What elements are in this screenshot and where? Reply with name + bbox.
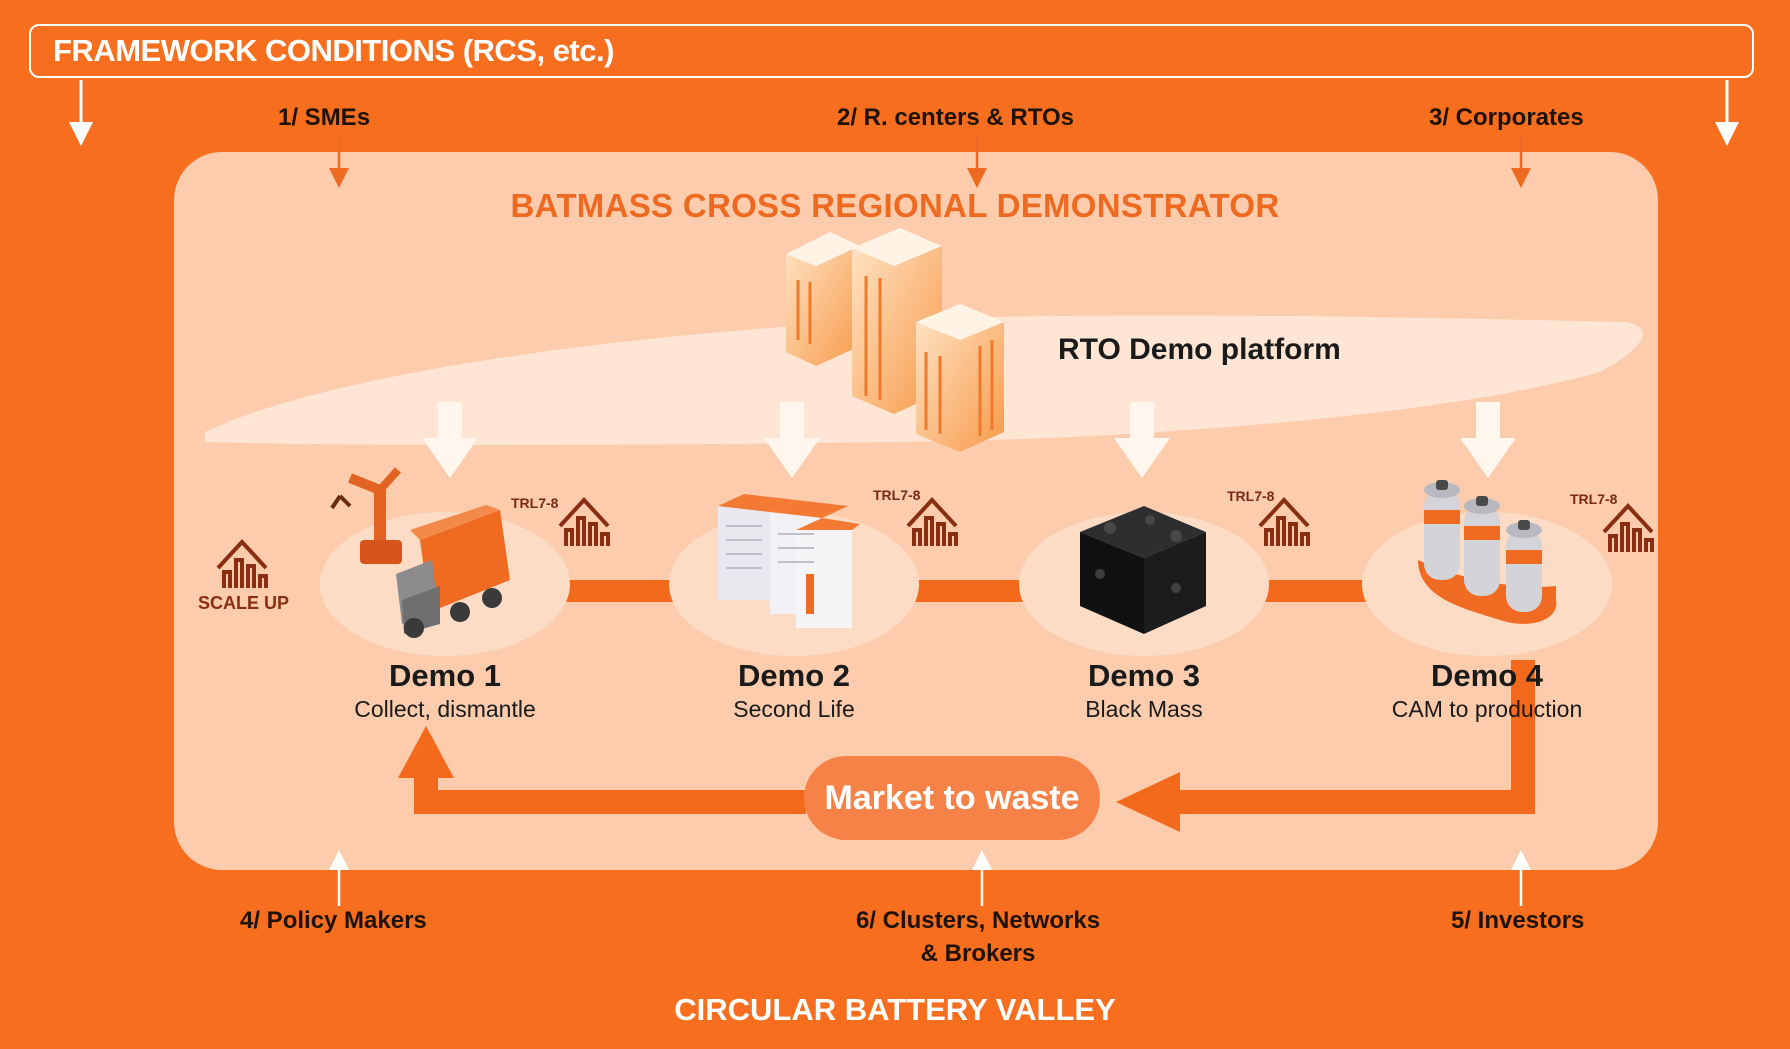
footer-title: CIRCULAR BATTERY VALLEY bbox=[674, 992, 1116, 1027]
battery-cells-icon bbox=[1418, 480, 1557, 624]
growth-icon bbox=[1602, 503, 1654, 552]
stakeholder-bottom-arrows bbox=[329, 850, 1531, 906]
stakeholder-clusters: 6/ Clusters, Networks & Brokers bbox=[843, 904, 1113, 970]
stakeholder-policy-makers: 4/ Policy Makers bbox=[240, 907, 427, 934]
scale-up-icon bbox=[216, 539, 268, 588]
trl-label: TRL7-8 bbox=[1570, 491, 1618, 507]
growth-icon bbox=[906, 497, 958, 546]
demo-1-name: Demo 1 bbox=[389, 658, 501, 693]
stakeholder-top-arrows bbox=[329, 136, 1531, 188]
demo-3-description: Black Mass bbox=[1085, 696, 1203, 722]
demo-1-description: Collect, dismantle bbox=[354, 696, 536, 722]
demo-2-description: Second Life bbox=[733, 696, 855, 722]
trl-label: TRL7-8 bbox=[1227, 488, 1275, 504]
trl-label: TRL7-8 bbox=[873, 487, 921, 503]
stakeholder-clusters-line1: 6/ Clusters, Networks bbox=[855, 907, 1101, 934]
black-mass-cube-icon bbox=[1080, 506, 1206, 634]
market-to-waste-label: Market to waste bbox=[804, 756, 1100, 840]
scale-up-label: SCALE UP bbox=[198, 593, 290, 613]
trl-label: TRL7-8 bbox=[511, 495, 559, 511]
framework-arrows bbox=[69, 80, 1739, 146]
demonstrator-title: BATMASS CROSS REGIONAL DEMONSTRATOR bbox=[510, 187, 1280, 224]
stakeholder-investors: 5/ Investors bbox=[1451, 907, 1585, 934]
demo-4-name: Demo 4 bbox=[1431, 658, 1543, 693]
stakeholder-smes: 1/ SMEs bbox=[278, 104, 371, 131]
battery-storage-cabinet-icon bbox=[718, 494, 860, 628]
demo-3-name: Demo 3 bbox=[1088, 658, 1200, 693]
platform-down-arrows bbox=[422, 402, 1516, 478]
growth-icon bbox=[558, 497, 610, 546]
rto-buildings-icon bbox=[786, 228, 1004, 452]
stakeholder-corporates: 3/ Corporates bbox=[1429, 104, 1584, 131]
stakeholder-research-centers: 2/ R. centers & RTOs bbox=[837, 104, 1074, 131]
demo-2-name: Demo 2 bbox=[738, 658, 850, 693]
rto-platform-label: RTO Demo platform bbox=[1058, 333, 1341, 366]
stakeholder-clusters-line2: & Brokers bbox=[920, 940, 1036, 967]
framework-conditions-title: FRAMEWORK CONDITIONS (RCS, etc.) bbox=[53, 33, 614, 68]
market-to-waste-loop-arrow bbox=[398, 660, 1535, 832]
growth-icon bbox=[1258, 497, 1310, 546]
truck-robot-arm-icon bbox=[330, 467, 510, 638]
framework-conditions-bar bbox=[29, 24, 1754, 78]
demo-connectors bbox=[560, 580, 1372, 602]
demo-4-description: CAM to production bbox=[1391, 696, 1583, 722]
